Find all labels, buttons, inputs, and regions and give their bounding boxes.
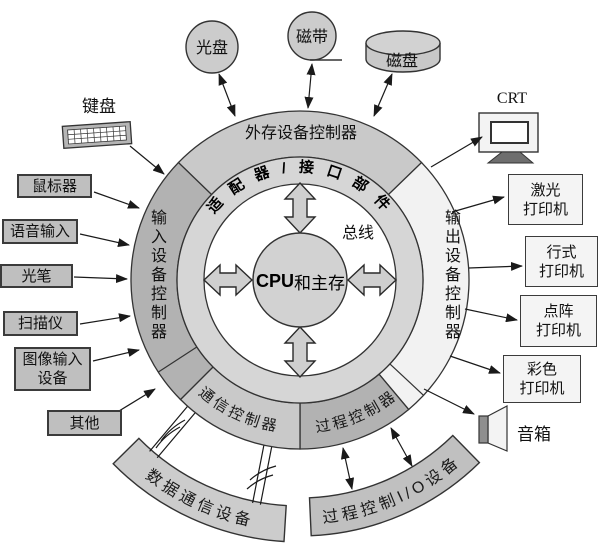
bus-arrow-left [202,263,254,297]
cpu-circle [252,232,348,328]
device-box-laser-printer: 激光 打印机 [508,174,583,225]
disk-cylinder-icon [365,30,441,73]
device-box-light-pen: 光笔 [0,264,73,288]
segment-divider [389,363,424,396]
comm-lines [149,405,277,505]
device-box-dot-matrix-printer: 点阵 打印机 [520,295,597,347]
bus-block-arrows [202,181,398,379]
bus-label: 总线 [342,224,374,242]
banner-data-comm [112,437,287,543]
device-arrows [73,63,523,415]
process-io-arrows [340,427,413,490]
disk-label: 磁盘 [386,51,418,70]
crt-monitor-icon [478,112,539,164]
crt-label: CRT [496,90,528,107]
tape-label: 磁带 [296,28,328,46]
optical-disc-label: 光盘 [196,38,228,57]
input-controller-label: 输入设备控制器 [148,209,165,342]
storage-controller-label: 外存设备控制器 [245,124,357,142]
device-box-voice-input: 语音输入 [2,219,78,244]
device-box-mouse: 鼠标器 [17,174,92,198]
device-box-scanner: 扫描仪 [3,311,78,336]
speaker-icon [478,405,508,452]
output-controller-label: 输出设备控制器 [442,209,459,342]
bus-arrow-right [346,263,398,297]
device-box-other: 其他 [47,410,122,436]
device-box-color-printer: 彩色 打印机 [503,355,581,403]
keyboard-icon [61,120,133,150]
speaker-label: 音箱 [517,425,551,444]
segment-divider [157,346,198,373]
bus-arrow-down [283,325,317,379]
banner-process-io [308,434,481,537]
device-box-image-input: 图像输入 设备 [14,347,91,391]
optical-disc-shape [185,20,239,74]
device-box-line-printer: 行式 打印机 [525,236,598,287]
keyboard-label: 键盘 [82,97,116,116]
